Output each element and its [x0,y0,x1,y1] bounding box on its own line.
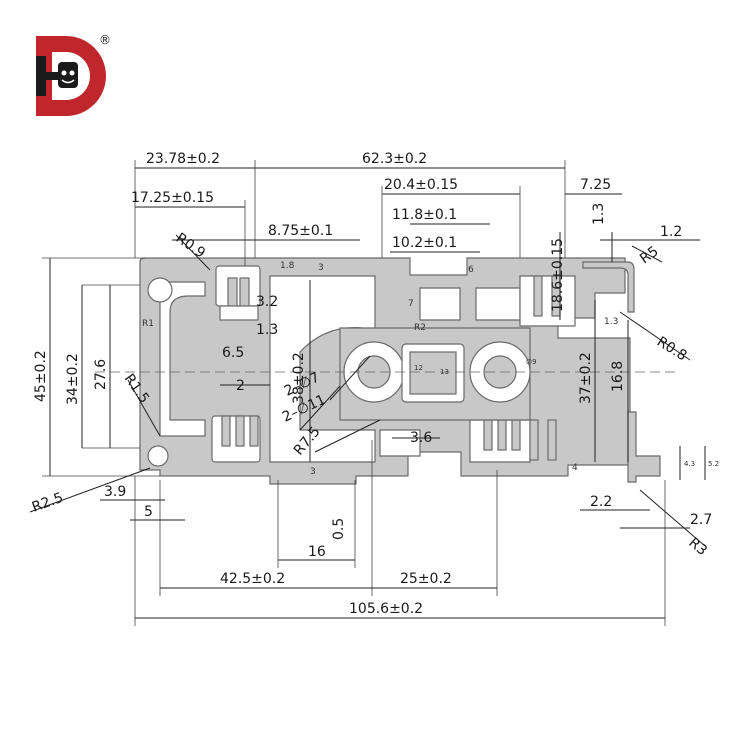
plabel-12: 12 [414,364,423,372]
plabel-r2: R2 [414,323,426,333]
dim-105-6: 105.6±0.2 [349,601,423,617]
dim-18-6: 18.6±0.15 [550,238,566,312]
plabel-13: 13 [440,368,449,376]
plabel-5-2: 5.2 [708,460,719,468]
dim-3-2: 3.2 [256,294,278,310]
dim-20-4: 20.4±0.15 [384,177,458,193]
dim-23-78: 23.78±0.2 [146,151,220,167]
aluminum-profile [139,257,661,485]
plabel-7: 7 [408,299,414,309]
dim-2: 2 [236,378,245,394]
dim-17-25: 17.25±0.15 [131,190,214,206]
dim-6-5: 6.5 [222,345,244,361]
plabel-1-8: 1.8 [280,261,295,271]
dim-11-8: 11.8±0.1 [392,207,457,223]
trademark-symbol: ® [99,33,111,47]
dim-45: 45±0.2 [33,350,49,402]
dim-62-3: 62.3±0.2 [362,151,427,167]
dim-37: 37±0.2 [578,352,594,404]
dim-38: 38±0.2 [291,352,307,404]
dim-2-2: 2.2 [590,494,612,510]
dimension-labels: 23.78±0.2 62.3±0.2 17.25±0.15 20.4±0.15 … [30,151,712,617]
dim-2-7: 2.7 [690,512,712,528]
dimension-lines [29,160,706,626]
dim-3-9: 3.9 [104,484,126,500]
dim-1-2: 1.2 [660,224,682,240]
dim-16-8: 16.8 [610,361,626,392]
dim-34: 34±0.2 [65,353,81,405]
dim-16: 16 [308,544,326,560]
dim-3-6: 3.6 [410,430,432,446]
plabel-r1: R1 [142,319,154,329]
profile-labels: 1.8 3 6 7 R1 R2 12 13 ∅9 3 4 1.3 4.3 5.2 [142,261,719,477]
dim-r0-9: R0.9 [173,230,208,261]
dim-r2-5: R2.5 [30,490,66,516]
dim-10-2: 10.2±0.1 [392,235,457,251]
plabel-3a: 3 [318,263,324,273]
dim-25: 25±0.2 [400,571,452,587]
brand-logo: ® [36,33,111,116]
plabel-3b: 3 [310,467,316,477]
dim-1-3-top: 1.3 [591,203,607,225]
dim-42-5: 42.5±0.2 [220,571,285,587]
dim-27-6: 27.6 [93,359,109,390]
plabel-6: 6 [468,265,474,275]
dim-r5: R5 [637,243,661,267]
plabel-4-3: 4.3 [684,460,695,468]
plabel-4: 4 [572,463,578,473]
plabel-d9: ∅9 [526,358,537,366]
dim-8-75: 8.75±0.1 [268,223,333,239]
dim-1-3: 1.3 [256,322,278,338]
dim-r0-8: R0.8 [654,334,690,365]
dim-0-5: 0.5 [331,518,347,540]
plabel-1-3: 1.3 [604,317,618,327]
dim-r3: R3 [685,535,710,559]
dim-7-25: 7.25 [580,177,611,193]
dim-5: 5 [144,504,153,520]
